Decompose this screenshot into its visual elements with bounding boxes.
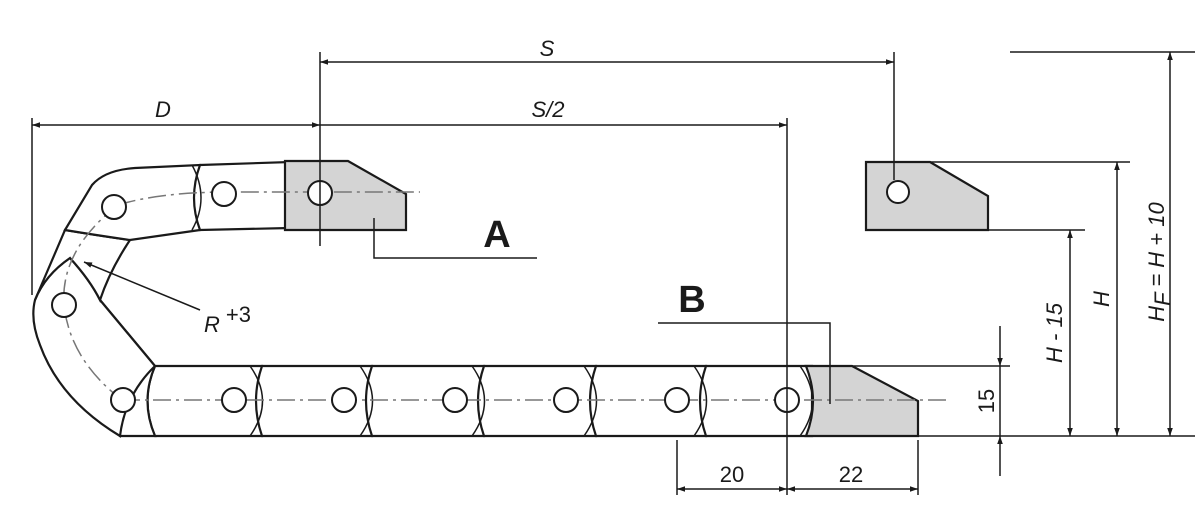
dim-label-h-minus-15: H - 15 bbox=[1042, 302, 1067, 363]
radius-letter: R bbox=[204, 312, 220, 337]
chain-link bbox=[698, 364, 814, 438]
chain-link bbox=[364, 364, 486, 438]
pin bbox=[442, 387, 468, 413]
radius-tolerance: +3 bbox=[226, 302, 251, 327]
chain-link bbox=[476, 364, 598, 438]
mounting-bracket-a bbox=[283, 159, 408, 232]
pin bbox=[886, 180, 910, 204]
dim-label-h: H bbox=[1089, 291, 1114, 307]
dim-label-s: S bbox=[540, 36, 555, 61]
dim-label-20: 20 bbox=[720, 462, 744, 487]
label-a: A bbox=[483, 214, 510, 256]
mounting-bracket-b bbox=[804, 364, 920, 438]
dimension-lines bbox=[31, 51, 1195, 495]
upper-bracket-detail bbox=[864, 160, 990, 232]
pin bbox=[331, 387, 357, 413]
dim-label-hf: HF = H + 10 bbox=[1144, 202, 1175, 322]
hf-formula: = H + 10 bbox=[1144, 202, 1169, 293]
chain-link bbox=[254, 364, 374, 438]
pin bbox=[221, 387, 247, 413]
pin bbox=[553, 387, 579, 413]
pin bbox=[110, 387, 136, 413]
pin bbox=[51, 292, 77, 318]
bottom-chain-run bbox=[146, 364, 814, 438]
dim-label-15: 15 bbox=[974, 389, 999, 413]
dim-label-22: 22 bbox=[839, 462, 863, 487]
dim-label-s-half: S/2 bbox=[531, 97, 564, 122]
chain-link bbox=[588, 364, 708, 438]
pin bbox=[101, 194, 127, 220]
pin bbox=[211, 181, 237, 207]
hf-main: H bbox=[1144, 306, 1169, 322]
chain-link bbox=[192, 160, 292, 232]
label-b: B bbox=[678, 279, 705, 321]
radius-label: R+3 bbox=[204, 302, 251, 337]
pin bbox=[664, 387, 690, 413]
hf-subscript: F bbox=[1150, 291, 1175, 306]
chain-link bbox=[63, 163, 202, 242]
dim-label-d: D bbox=[155, 97, 171, 122]
